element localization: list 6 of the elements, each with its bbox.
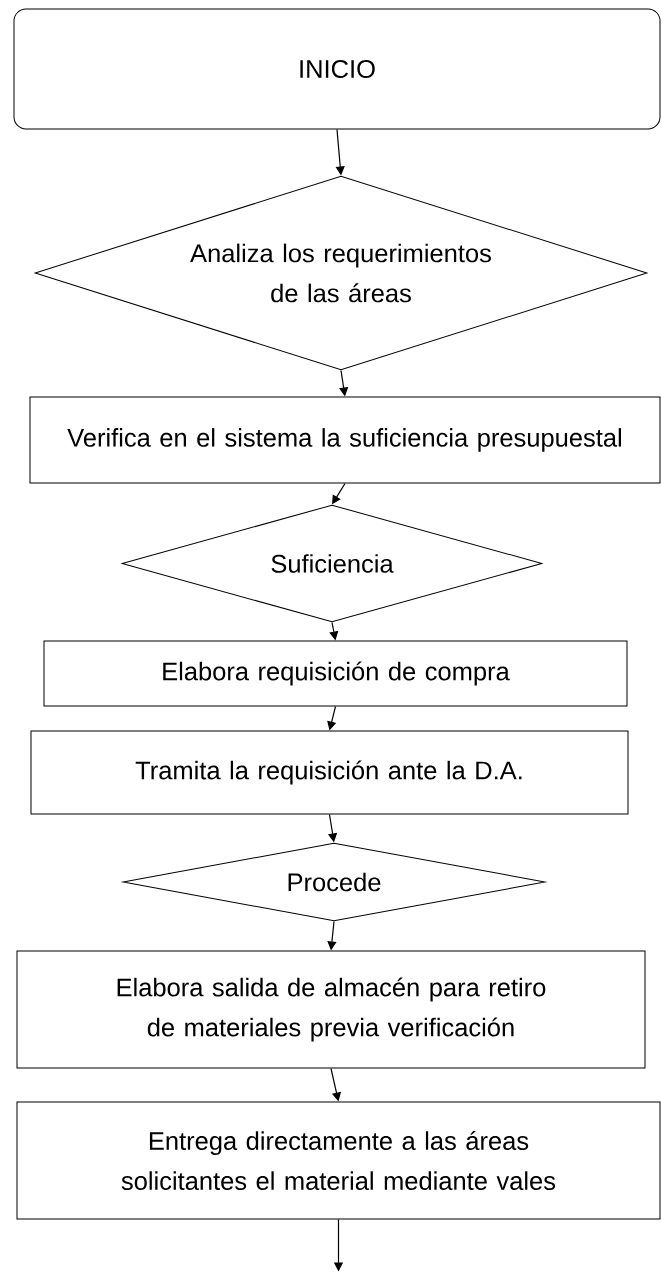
process-box: Elabora requisición de compra bbox=[43, 640, 628, 707]
rounded-box: INICIO bbox=[13, 8, 661, 130]
process-box: Elabora salida de almacén para retiro de materiales previa verificación bbox=[16, 950, 646, 1069]
process-box: Verifica en el sistema la suficiencia presupuestal bbox=[29, 396, 661, 484]
process-box: Entrega directamente a las áreas solicitantes el material mediante vales bbox=[16, 1101, 661, 1220]
process-box: Tramita la requisición ante la D.A. bbox=[30, 730, 629, 815]
